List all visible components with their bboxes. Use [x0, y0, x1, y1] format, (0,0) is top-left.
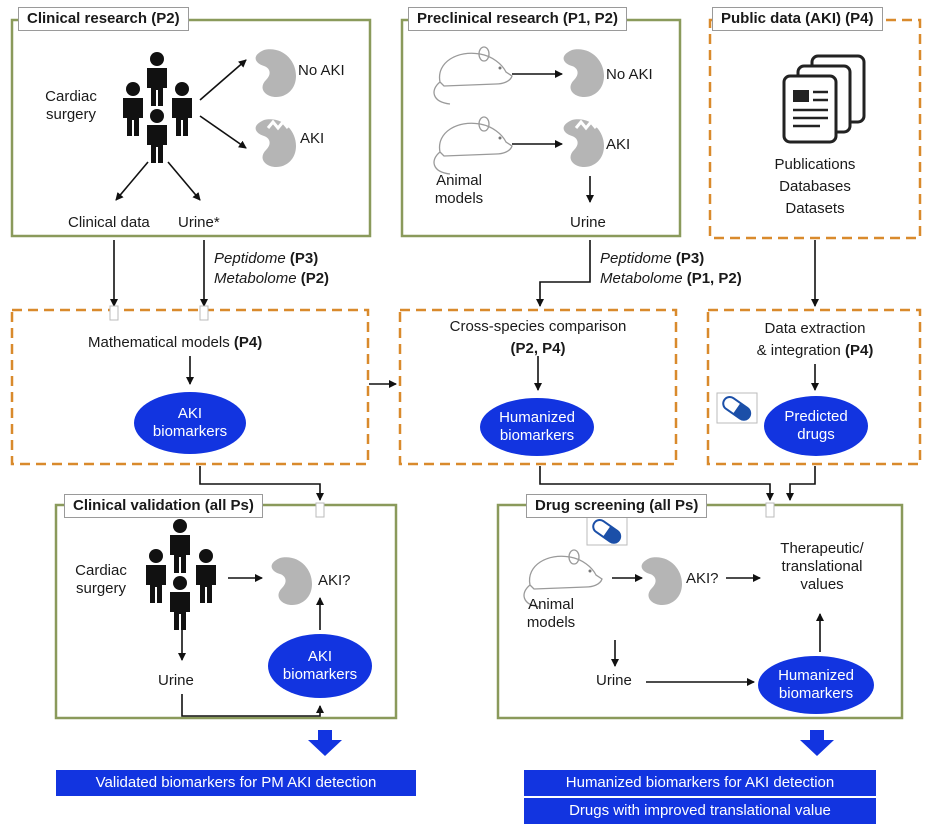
data-extraction-label: Data extraction: [764, 320, 866, 337]
humanized-biomarkers-node: Humanized biomarkers: [480, 398, 594, 456]
metabolome-label: Metabolome (P1, P2): [600, 270, 742, 287]
mouse-icon: [433, 116, 513, 175]
documents-icon: [782, 54, 866, 144]
drugs-translational-banner: Drugs with improved translational value: [524, 798, 876, 824]
urine-label: Urine: [570, 214, 606, 231]
aki-question-label: AKI?: [318, 572, 351, 589]
no-aki-label: No AKI: [298, 62, 345, 79]
aki-question-label: AKI?: [686, 570, 719, 587]
aki-biomarkers-node: AKI biomarkers: [268, 634, 372, 698]
aki-label: AKI: [300, 130, 325, 147]
humanized-biomarkers-node: Humanized biomarkers: [758, 656, 874, 714]
models-panel: [10, 308, 370, 466]
connector-markers: [109, 305, 775, 518]
validated-biomarkers-banner: Validated biomarkers for PM AKI detectio…: [56, 770, 416, 796]
mathematical-models-label: Mathematical models (P4): [88, 334, 263, 351]
animal-models-label: Animal models: [434, 172, 484, 207]
cardiac-surgery-label: Cardiac surgery: [75, 562, 127, 597]
kidney-icon: [271, 557, 312, 606]
clinical-validation-title: Clinical validation (all Ps): [64, 494, 263, 518]
no-aki-label: No AKI: [606, 66, 653, 83]
databases-label: Databases: [779, 178, 851, 195]
publications-label: Publications: [774, 156, 856, 173]
cross-species-panel: [398, 308, 678, 466]
kidney-icon: [641, 557, 682, 606]
humanized-biomarkers-banner: Humanized biomarkers for AKI detection: [524, 770, 876, 796]
kidney-icon: [563, 49, 604, 98]
animal-models-label: Animal models: [526, 596, 576, 631]
pill-icon: [716, 392, 758, 424]
injury-mark: [266, 119, 598, 131]
predicted-drugs-node: Predicted drugs: [764, 396, 868, 456]
cardiac-surgery-label: Cardiac surgery: [45, 88, 97, 123]
pill-icon: [586, 516, 628, 546]
peptidome-label: Peptidome (P3): [214, 250, 319, 267]
extraction-panel: [706, 308, 922, 466]
preclinical-research-title: Preclinical research (P1, P2): [408, 7, 627, 31]
drug-screening-title: Drug screening (all Ps): [526, 494, 708, 518]
peptidome-label: Peptidome (P3): [600, 250, 705, 267]
output-arrow-icon: [308, 730, 834, 756]
data-integration-label: & integration (P4): [756, 342, 874, 359]
public-data-title: Public data (AKI) (P4): [712, 7, 883, 31]
therapeutic-values-label: Therapeutic/ translational values: [780, 540, 864, 593]
arrows: [110, 59, 824, 717]
patient-group-2-icon: [146, 519, 216, 630]
cross-species-participants: (P2, P4): [510, 340, 566, 357]
aki-biomarkers-node: AKI biomarkers: [134, 392, 246, 454]
urine-label: Urine: [158, 672, 194, 689]
clinical-research-title: Clinical research (P2): [18, 7, 189, 31]
cross-species-label: Cross-species comparison: [449, 318, 627, 335]
clinical-research-panel: [10, 18, 372, 238]
urine-label: Urine: [596, 672, 632, 689]
datasets-label: Datasets: [785, 200, 845, 217]
aki-label: AKI: [606, 136, 631, 153]
mouse-icon: [433, 46, 513, 105]
clinical-data-label: Clinical data: [68, 214, 150, 231]
urine-label: Urine*: [178, 214, 220, 231]
patient-group-icon: [123, 52, 192, 163]
kidney-icon: [255, 49, 296, 98]
metabolome-label: Metabolome (P2): [214, 270, 330, 287]
